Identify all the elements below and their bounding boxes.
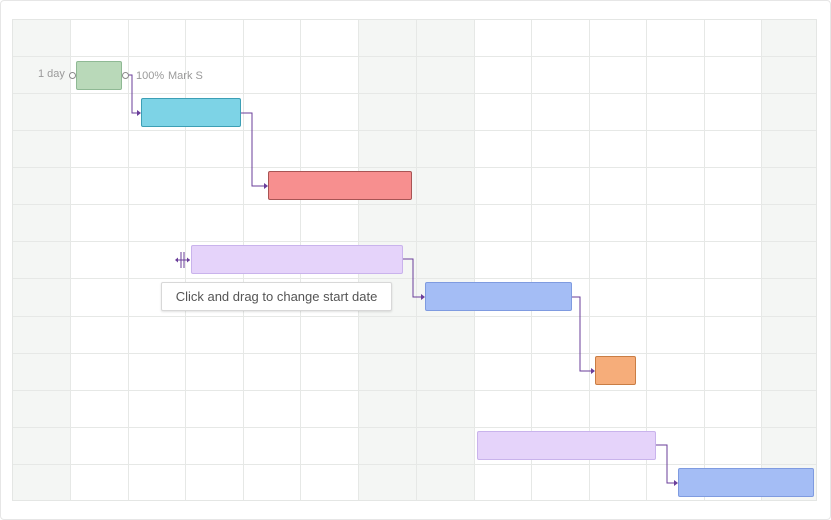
dependency-link <box>403 258 423 298</box>
grid-column-line <box>474 20 475 500</box>
grid-row-line <box>13 130 816 131</box>
grid-row-line <box>13 278 816 279</box>
grid-row-line <box>13 167 816 168</box>
grid-row-line <box>13 93 816 94</box>
circle-handle-icon[interactable] <box>122 72 129 79</box>
task-duration-label: 1 day <box>38 68 65 80</box>
dependency-link <box>656 444 676 484</box>
task-bar[interactable] <box>76 61 122 90</box>
grid-row-line <box>13 56 816 57</box>
grid-row-line <box>13 316 816 317</box>
task-bar[interactable] <box>425 282 572 311</box>
task-bar[interactable] <box>595 356 636 385</box>
grid-column-line <box>761 20 762 500</box>
task-assignee-label: Mark S <box>168 70 203 82</box>
link-arrow-icon <box>591 368 595 374</box>
task-bar[interactable] <box>268 171 412 200</box>
grid-row-line <box>13 427 816 428</box>
task-progress-label: 100% <box>136 70 165 82</box>
dependency-link <box>241 112 266 187</box>
circle-handle-icon[interactable] <box>69 72 76 79</box>
grid-row-line <box>13 241 816 242</box>
task-bar[interactable] <box>141 98 241 127</box>
drag-start-handle-icon <box>175 252 190 268</box>
grid-row-line <box>13 353 816 354</box>
task-bar[interactable] <box>191 245 403 274</box>
dependency-link <box>126 74 139 114</box>
task-bar[interactable] <box>678 468 814 497</box>
grid-column-line <box>70 20 71 500</box>
weekend-column <box>13 20 70 500</box>
task-bar[interactable] <box>477 431 656 460</box>
weekend-column <box>761 20 816 500</box>
grid-column-line <box>646 20 647 500</box>
link-arrow-icon <box>421 294 425 300</box>
link-arrow-icon <box>264 183 268 189</box>
grid-column-line <box>531 20 532 500</box>
grid-row-line <box>13 204 816 205</box>
grid-column-line <box>128 20 129 500</box>
dependency-link <box>572 296 593 372</box>
grid-column-line <box>589 20 590 500</box>
link-arrow-icon <box>137 110 141 116</box>
grid-row-line <box>13 464 816 465</box>
drag-tooltip: Click and drag to change start date <box>161 282 392 311</box>
grid-column-line <box>416 20 417 500</box>
link-arrow-icon <box>674 480 678 486</box>
grid-row-line <box>13 390 816 391</box>
grid-column-line <box>704 20 705 500</box>
